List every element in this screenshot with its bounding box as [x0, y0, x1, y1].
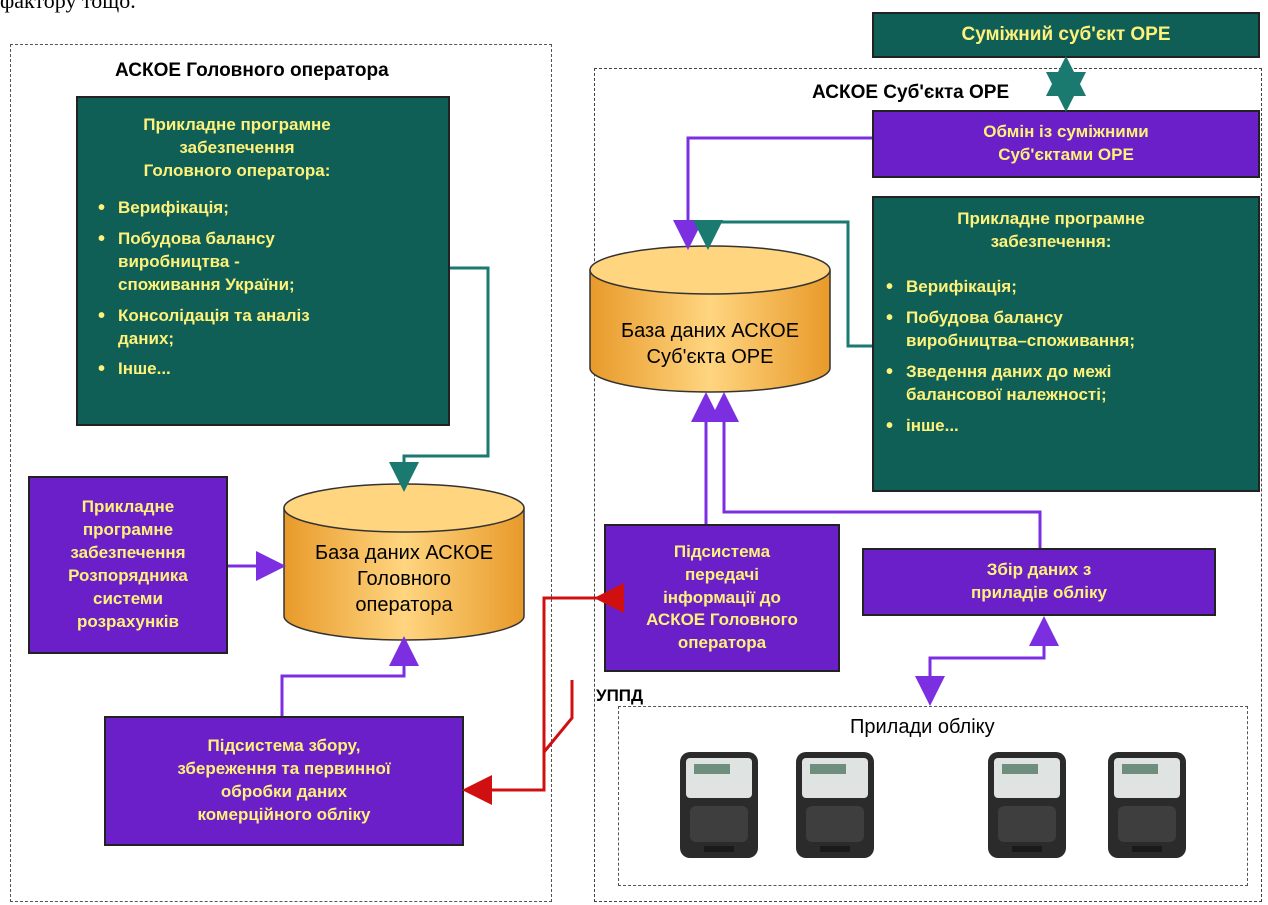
transfer-subsystem-box: Підсистема передачі інформації до АСКОЕ …	[604, 524, 840, 672]
arrow-subject-software-to-db	[693, 220, 872, 348]
arrow-to-collection	[462, 752, 546, 805]
dispatcher-line: Розпорядника	[68, 566, 188, 585]
gather-data-box: Збір даних з приладів обліку	[862, 548, 1216, 616]
main-operator-software-box: Прикладне програмне забезпечення Головно…	[76, 96, 450, 426]
subject-db-line: База даних АСКОЕ	[620, 320, 800, 342]
arrow-meters-gather	[915, 616, 1059, 706]
main-db-line: База даних АСКОЕ	[314, 542, 494, 564]
subject-software-list: Верифікація; Побудова балансу виробництв…	[884, 274, 1174, 440]
meter-icon	[1108, 752, 1186, 858]
neighbor-subject-label: Суміжний суб'єкт ОРЕ	[961, 24, 1171, 46]
dispatcher-line: програмне	[82, 520, 174, 540]
dispatcher-software-box: Прикладне програмне забезпечення Розпоря…	[28, 476, 228, 654]
dispatcher-line: системи	[93, 588, 163, 608]
subject-db-label: База даних АСКОЕ Суб'єкта ОРЕ	[590, 318, 830, 370]
arrow-collection-to-db	[280, 636, 419, 716]
meter-icon	[796, 752, 874, 858]
subject-software-heading-2: забезпечення:	[990, 231, 1112, 251]
transfer-line: інформації до	[663, 587, 781, 607]
gather-line: Збір даних з	[986, 560, 1092, 580]
meters-title: Прилади обліку	[850, 716, 995, 738]
collection-line: обробки даних	[220, 782, 348, 801]
transfer-line: оператора	[677, 633, 767, 653]
collection-line: Підсистема збору,	[207, 736, 361, 756]
transfer-line: Підсистема	[673, 541, 771, 561]
subject-database	[589, 245, 831, 393]
arrow-exchange-to-db	[673, 136, 872, 250]
dispatcher-line: розрахунків	[77, 611, 179, 631]
meters-region-border	[618, 706, 1248, 886]
exchange-line-2: Суб'єктами ОРЕ	[998, 145, 1134, 164]
main-software-item: Верифікація;	[96, 195, 316, 222]
transfer-line: передачі	[685, 564, 759, 584]
meter-icon	[680, 752, 758, 858]
uppd-label: УППД	[596, 686, 644, 705]
main-operator-database	[283, 483, 525, 641]
dispatcher-line: Прикладне	[81, 497, 175, 517]
exchange-line-1: Обмін із суміжними	[983, 122, 1149, 142]
dispatcher-line: забезпечення	[70, 543, 186, 563]
subject-software-item: Зведення даних до межі балансової належн…	[884, 359, 1174, 407]
main-software-heading-3: Головного оператора:	[143, 160, 331, 180]
arrow-transfer-link	[542, 583, 624, 752]
main-software-heading-1: Прикладне програмне	[143, 115, 331, 134]
subject-software-heading-1: Прикладне програмне	[957, 209, 1145, 228]
arrow-gather-to-db	[709, 392, 1042, 548]
subject-software-item: Верифікація;	[884, 274, 1174, 301]
main-db-line: оператора	[355, 594, 453, 616]
main-software-list: Верифікація; Побудова балансу виробництв…	[96, 195, 316, 384]
main-software-item: Консолідація та аналіз даних;	[96, 303, 316, 351]
main-db-label: База даних АСКОЕ Головного оператора	[284, 540, 524, 618]
collection-line: збереження та первинної	[177, 759, 391, 779]
gather-line: приладів обліку	[971, 583, 1107, 602]
right-region-border	[594, 68, 1262, 902]
top-text-fragment: фактору тощо.	[0, 0, 136, 13]
subject-software-item: інше...	[884, 413, 1174, 440]
arrow-transfer-link-2	[542, 680, 574, 753]
meter-icon	[988, 752, 1066, 858]
arrow-software-to-db	[389, 266, 490, 492]
collection-subsystem-box: Підсистема збору, збереження та первинно…	[104, 716, 464, 846]
subject-software-item: Побудова балансу виробництва–споживання;	[884, 305, 1174, 353]
left-region-border	[10, 44, 552, 902]
right-region-title: АСКОЕ Суб'єкта ОРЕ	[808, 82, 1014, 104]
main-software-item: Побудова балансу виробництва - споживанн…	[96, 226, 316, 297]
main-db-line: Головного	[357, 568, 451, 590]
main-software-heading-2: забезпечення	[179, 137, 295, 157]
subject-software-heading: Прикладне програмне забезпечення:	[854, 208, 1248, 254]
exchange-box: Обмін із суміжними Суб'єктами ОРЕ	[872, 110, 1260, 178]
main-software-item: Інше...	[96, 356, 316, 383]
transfer-line: АСКОЕ Головного	[646, 610, 798, 630]
subject-software-box: Прикладне програмне забезпечення: Верифі…	[872, 196, 1260, 492]
subject-db-line: Суб'єкта ОРЕ	[646, 346, 774, 368]
left-region-title: АСКОЕ Головного оператора	[115, 60, 389, 81]
collection-line: комерційного обліку	[197, 804, 371, 824]
main-software-heading: Прикладне програмне забезпечення Головно…	[36, 114, 438, 183]
